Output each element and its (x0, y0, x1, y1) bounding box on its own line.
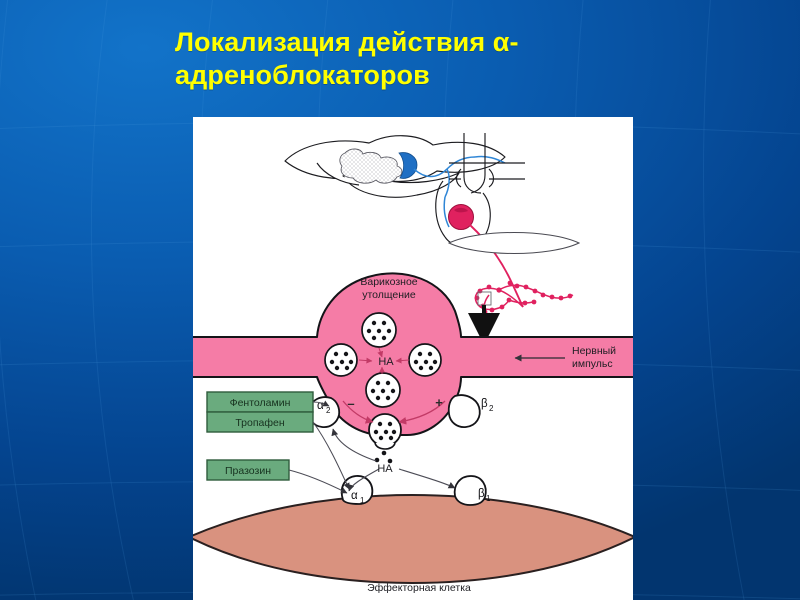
drug-box-phentolamine-tropaphen: Фентоламин Тропафен (206, 391, 314, 433)
caption-varicosity-line1: Варикозное (360, 276, 417, 288)
page-title: Локализация действия α- адреноблокаторов (175, 27, 519, 90)
varicose-network-illustration (447, 232, 581, 345)
caption-nerve-impulse-line1: Нервный (572, 345, 616, 357)
vesicle-group (324, 312, 442, 450)
drug-label-prazosin: Празозин (225, 465, 271, 477)
drug-label-tropaphen: Тропафен (235, 417, 285, 429)
caption-varicosity-line2: утолщение (362, 289, 416, 301)
sign-plus: + (435, 395, 443, 410)
beta-1-receptor-label: β 1 (478, 488, 491, 503)
beta-1-sub: 1 (486, 494, 491, 503)
caption-effector-cell: Эффекторная клетка (367, 582, 471, 594)
beta-2-receptor-label: β 2 (481, 398, 494, 413)
beta-2-sub: 2 (489, 404, 494, 413)
spinal-cord-illustration (284, 133, 525, 308)
drug-label-phentolamine: Фентоламин (230, 397, 291, 409)
varicosity-illustration: – + (193, 272, 633, 464)
alpha-1-receptor-label: α 1 (351, 490, 365, 505)
alpha-1-sub: 1 (360, 496, 365, 505)
alpha-1-greek: α (351, 490, 358, 502)
drug-box-prazosin: Празозин (206, 459, 290, 481)
caption-nerve-impulse-line2: импульс (572, 358, 613, 370)
alpha-2-greek: α (317, 400, 324, 412)
na-label-lower: НА (377, 463, 393, 475)
sign-minus: – (347, 396, 354, 411)
alpha-2-receptor-label: α 2 (317, 400, 331, 415)
na-label-upper: НА (378, 356, 394, 368)
alpha-2-sub: 2 (326, 406, 331, 415)
beta-1-greek: β (478, 488, 485, 500)
diagram-panel: – + (193, 117, 633, 600)
beta-2-greek: β (481, 398, 488, 410)
receptor-labels: α 2 β 2 α 1 β 1 (317, 398, 494, 505)
